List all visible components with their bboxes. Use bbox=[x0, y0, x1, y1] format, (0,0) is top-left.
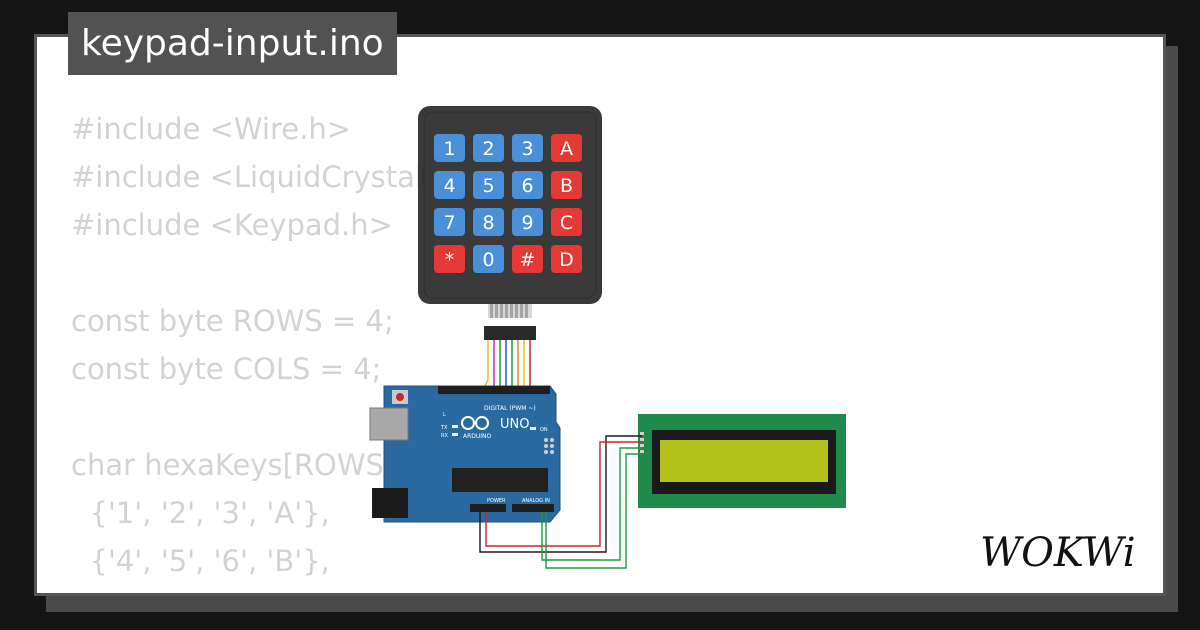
keypad-wires bbox=[483, 340, 531, 389]
rx-label: RX bbox=[441, 433, 448, 439]
key-cap bbox=[434, 208, 465, 236]
key-label: 9 bbox=[521, 212, 533, 234]
keypad-key-8[interactable]: 8 bbox=[473, 208, 504, 236]
analog-label: ANALOG IN bbox=[522, 498, 550, 504]
tx-label: TX bbox=[440, 425, 448, 431]
key-label: 3 bbox=[521, 138, 533, 160]
key-label: 6 bbox=[521, 175, 533, 197]
tx-led bbox=[452, 425, 458, 428]
key-label: B bbox=[560, 175, 573, 197]
code-line: #include <LiquidCrystal bbox=[71, 160, 423, 194]
code-line: #include <Wire.h> bbox=[71, 112, 352, 146]
arduino-logo bbox=[461, 416, 475, 430]
key-label: D bbox=[559, 249, 574, 271]
atmega-chip bbox=[452, 468, 548, 492]
keypad-key-A[interactable]: A bbox=[551, 134, 582, 162]
keypad-key-7[interactable]: 7 bbox=[434, 208, 465, 236]
rx-led bbox=[452, 433, 458, 436]
key-cap bbox=[551, 245, 582, 273]
code-line: const byte ROWS = 4; bbox=[71, 304, 394, 338]
key-cap bbox=[551, 171, 582, 199]
keypad-inner bbox=[423, 111, 597, 299]
key-label: 5 bbox=[482, 175, 494, 197]
keypad-connector bbox=[484, 304, 536, 340]
digital-header bbox=[438, 386, 550, 394]
key-cap bbox=[512, 134, 543, 162]
analog-header bbox=[512, 504, 554, 512]
code-line: const byte COLS = 4; bbox=[71, 352, 382, 386]
file-name-tab: keypad-input.ino bbox=[68, 12, 397, 75]
key-cap bbox=[551, 134, 582, 162]
key-label: 2 bbox=[482, 138, 494, 160]
code-line: {'7', '8', '9', 'C'}, bbox=[71, 585, 423, 593]
power-header bbox=[470, 504, 506, 512]
on-led bbox=[530, 427, 536, 430]
key-cap bbox=[512, 208, 543, 236]
keypad-keys: 1 2 3 A 4 5 6 B 7 8 9 C * 0 # D bbox=[434, 134, 582, 273]
key-label: A bbox=[560, 138, 573, 160]
key-cap bbox=[473, 245, 504, 273]
usb-port bbox=[369, 407, 409, 441]
code-line: {'4', '5', '6', 'B'}, bbox=[71, 544, 330, 578]
arduino-uno-board[interactable]: UNO ARDUINO DIGITAL (PWM ~) POWER ANALOG… bbox=[369, 385, 561, 523]
key-cap bbox=[473, 134, 504, 162]
keypad-key-hash[interactable]: # bbox=[512, 245, 543, 273]
lcd-screen bbox=[660, 440, 828, 482]
key-label: # bbox=[520, 249, 536, 271]
key-label: 7 bbox=[443, 212, 455, 234]
key-cap bbox=[434, 134, 465, 162]
keypad-key-B[interactable]: B bbox=[551, 171, 582, 199]
digital-label: DIGITAL (PWM ~) bbox=[484, 405, 536, 412]
board-model: UNO bbox=[500, 417, 529, 432]
on-label: ON bbox=[540, 427, 548, 433]
code-preview: #include <Wire.h> #include <LiquidCrystal… bbox=[71, 105, 423, 593]
keypad-key-3[interactable]: 3 bbox=[512, 134, 543, 162]
key-label: 8 bbox=[482, 212, 494, 234]
code-line: char hexaKeys[ROWS bbox=[71, 448, 384, 482]
board-brand: ARDUINO bbox=[463, 433, 492, 440]
power-jack bbox=[372, 488, 408, 518]
power-label: POWER bbox=[487, 498, 506, 504]
key-label: 4 bbox=[443, 175, 455, 197]
connector-header bbox=[484, 326, 536, 340]
key-cap bbox=[473, 208, 504, 236]
code-line: #include <Keypad.h> bbox=[71, 208, 393, 242]
key-label: 0 bbox=[482, 249, 494, 271]
keypad-key-4[interactable]: 4 bbox=[434, 171, 465, 199]
keypad-key-star[interactable]: * bbox=[434, 245, 465, 273]
lcd-pins bbox=[640, 432, 644, 453]
lcd-1602[interactable] bbox=[638, 414, 846, 508]
keypad-key-5[interactable]: 5 bbox=[473, 171, 504, 199]
arduino-logo-2 bbox=[475, 416, 489, 430]
wokwi-logo: WOKWi bbox=[980, 530, 1136, 576]
key-label: C bbox=[560, 212, 573, 234]
key-cap bbox=[473, 171, 504, 199]
key-cap bbox=[434, 171, 465, 199]
key-cap bbox=[512, 245, 543, 273]
l-label: L bbox=[443, 412, 446, 418]
connector-pins bbox=[490, 304, 528, 318]
code-line: {'1', '2', '3', 'A'}, bbox=[71, 496, 330, 530]
key-cap bbox=[551, 208, 582, 236]
keypad-key-0[interactable]: 0 bbox=[473, 245, 504, 273]
key-cap bbox=[512, 171, 543, 199]
keypad-key-D[interactable]: D bbox=[551, 245, 582, 273]
reset-button[interactable] bbox=[396, 393, 404, 401]
keypad-key-9[interactable]: 9 bbox=[512, 208, 543, 236]
membrane-keypad[interactable]: 1 2 3 A 4 5 6 B 7 8 9 C * 0 # D bbox=[418, 106, 602, 304]
key-cap bbox=[434, 245, 465, 273]
lcd-wires bbox=[479, 435, 642, 569]
icsp-header bbox=[544, 438, 554, 454]
key-label: 1 bbox=[443, 138, 455, 160]
keypad-key-6[interactable]: 6 bbox=[512, 171, 543, 199]
key-label: * bbox=[445, 249, 455, 271]
keypad-key-2[interactable]: 2 bbox=[473, 134, 504, 162]
keypad-key-1[interactable]: 1 bbox=[434, 134, 465, 162]
keypad-key-C[interactable]: C bbox=[551, 208, 582, 236]
